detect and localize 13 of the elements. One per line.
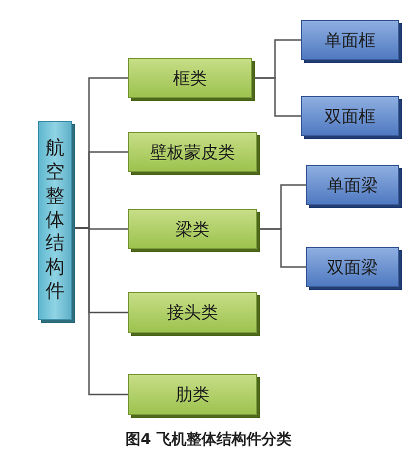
subcategory-box: 单面框 bbox=[301, 20, 399, 60]
connector-line bbox=[252, 77, 301, 117]
subcategory-box: 单面梁 bbox=[306, 165, 399, 205]
category-box: 航空整体结构件 bbox=[38, 121, 72, 320]
figure-caption: 图4 飞机整体结构件分类 bbox=[124, 430, 292, 449]
connector-line bbox=[257, 228, 306, 268]
subcategory-box: 框类 bbox=[128, 58, 252, 98]
subcategory-box: 接头类 bbox=[128, 292, 257, 333]
subcategory-box: 肋类 bbox=[128, 374, 257, 415]
subcategory-box: 双面梁 bbox=[306, 247, 399, 287]
subcategory-box: 双面框 bbox=[301, 96, 399, 136]
subcategory-box: 梁类 bbox=[128, 209, 257, 249]
subcategory-box: 壁板蒙皮类 bbox=[128, 132, 257, 172]
